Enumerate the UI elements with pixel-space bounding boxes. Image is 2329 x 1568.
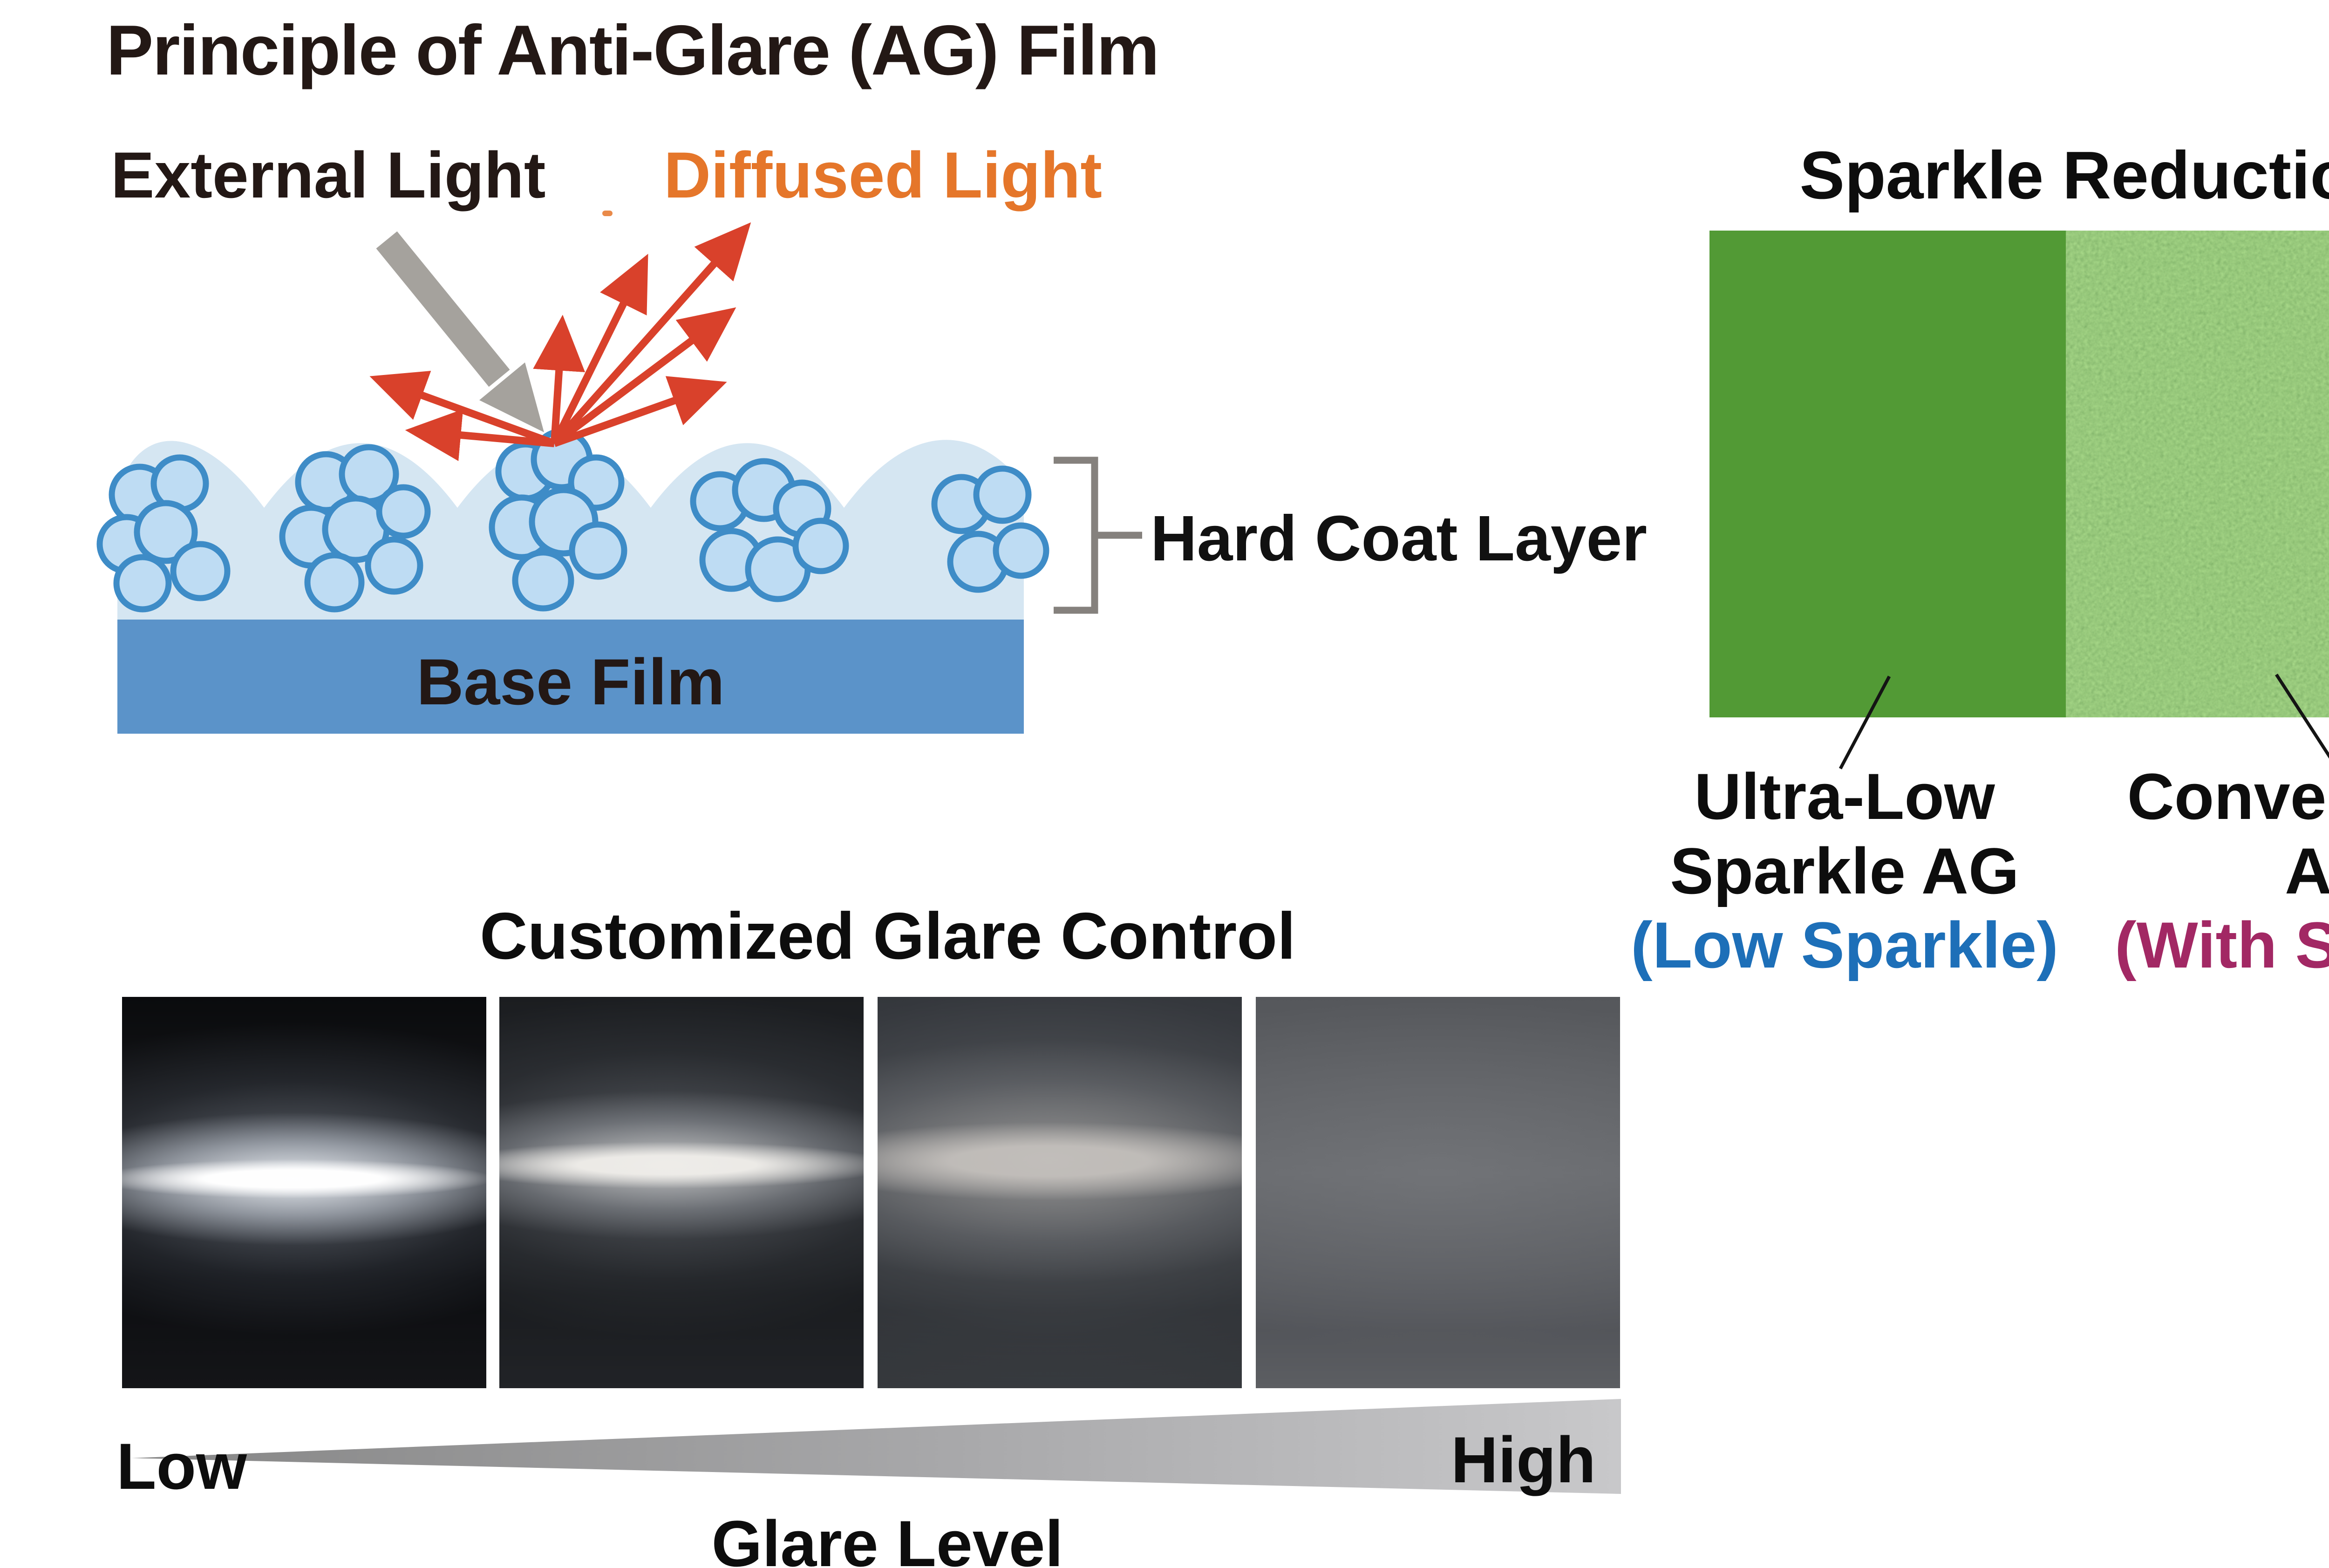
diffused-arrow [533,314,586,444]
label-line-accent: (With Sparkle) [2115,908,2329,982]
diffused-arrow [552,307,736,447]
bead-particles [96,428,1049,613]
sparkle-left-patch [1709,231,2066,717]
diffused-arrow [551,253,648,445]
base-film-label: Base Film [416,645,724,718]
label-line: Sparkle AG [1670,834,2019,907]
glare-panel-2 [499,997,864,1388]
glare-gradient-triangle [132,1399,1621,1494]
glare-panel-4 [1256,997,1620,1388]
conventional-ag-label: Conventional AG (With Sparkle) [2115,759,2329,982]
label-line-accent: (Low Sparkle) [1631,908,2058,982]
external-light-arrow [376,231,544,432]
glare-low-label: Low [116,1430,247,1503]
page-title: Principle of Anti-Glare (AG) Film [106,11,1159,90]
pointer-line-left [1839,675,1891,770]
glare-axis-label: Glare Level [711,1507,1063,1568]
diffused-arrow [553,376,727,447]
external-light-label: External Light [111,138,546,211]
diffused-light-label: Diffused Light [664,138,1102,211]
glare-panel-1 [122,997,486,1388]
sparkle-section-title: Sparkle Reduction [1799,137,2329,213]
glare-panel-3 [878,997,1242,1388]
diffused-light-arrows [369,222,751,461]
ultra-low-sparkle-label: Ultra-Low Sparkle AG (Low Sparkle) [1626,759,2063,982]
glare-section-title: Customized Glare Control [480,899,1296,973]
label-line: Conventional [2127,760,2329,833]
base-film-rect [117,620,1024,734]
label-line: Ultra-Low [1694,760,1995,833]
glare-high-label: High [1451,1423,1596,1496]
label-line: AG [2285,834,2329,907]
diffused-arrow [405,409,555,461]
hard-coat-bracket [1054,457,1142,614]
stray-orange-mark [602,211,613,216]
diffused-arrow [369,371,556,447]
hard-coat-layer-label: Hard Coat Layer [1151,503,1647,574]
diffused-arrow [552,222,751,446]
sparkle-right-patch-noise [2066,231,2329,717]
pointer-line-right [2275,674,2329,759]
